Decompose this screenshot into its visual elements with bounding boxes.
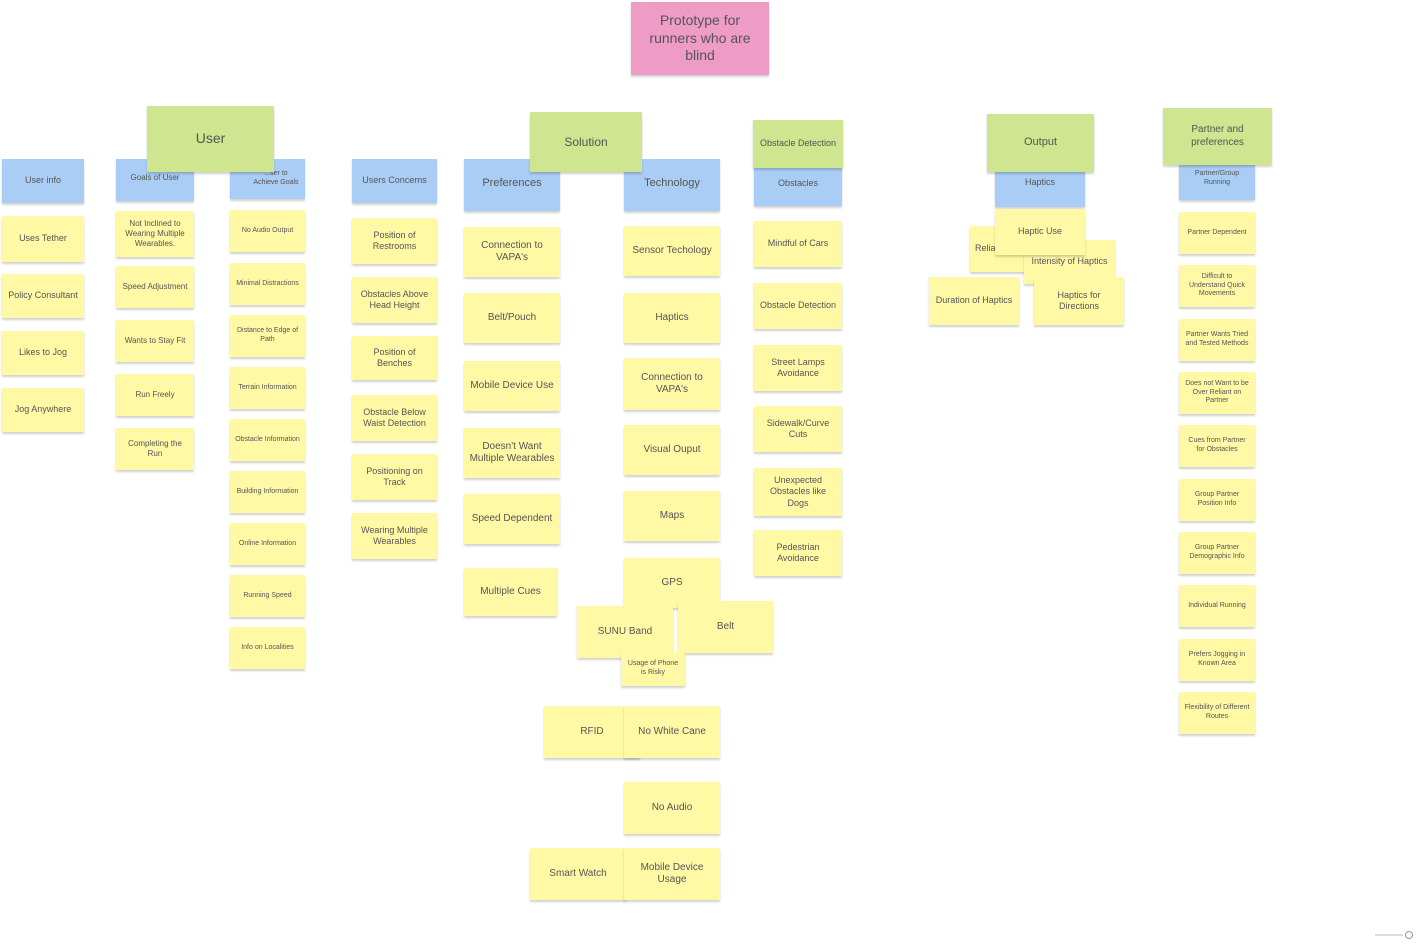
zoom-control[interactable] [1373,930,1415,942]
sticky-note[interactable]: Connection to VAPA's [464,227,560,277]
users-concerns-label[interactable]: Users Concerns [352,159,437,203]
sticky-note[interactable]: Duration of Haptics [929,277,1019,325]
sticky-note[interactable]: Online Information [230,523,305,565]
sticky-note[interactable]: Position of Restrooms [352,218,437,264]
sticky-note[interactable]: Positioning on Track [352,454,437,500]
sticky-note[interactable]: Haptics for Directions [1034,277,1124,325]
sticky-note[interactable]: Obstacle Below Waist Detection [352,395,437,441]
user-header[interactable]: User [147,106,274,172]
sticky-note[interactable]: Mindful of Cars [754,221,842,267]
sticky-note[interactable]: Flexibility of Different Routes [1179,692,1255,734]
output-header[interactable]: Output [987,114,1094,172]
sticky-note[interactable]: Sensor Techology [624,226,720,276]
sticky-note[interactable]: Completing the Run [116,428,194,470]
partner-group-running-label[interactable]: Partner/Group Running [1179,158,1255,200]
sticky-note[interactable]: Unexpected Obstacles like Dogs [754,468,842,516]
solution-header[interactable]: Solution [530,112,642,172]
sticky-note[interactable]: SUNU Band [577,606,673,658]
sticky-note[interactable]: Visual Ouput [624,425,720,475]
sticky-note[interactable]: Wearing Multiple Wearables [352,513,437,559]
sticky-note[interactable]: Uses Tether [2,216,84,262]
sticky-note[interactable]: No White Cane [624,706,720,758]
sticky-note[interactable]: Running Speed [230,575,305,617]
sticky-note[interactable]: Sidewalk/Curve Cuts [754,406,842,452]
sticky-note[interactable]: Group Partner Position Info [1179,479,1255,521]
sticky-note[interactable]: Prefers Jogging in Known Area [1179,639,1255,681]
sticky-note[interactable]: Obstacle Information [230,419,305,461]
sticky-note[interactable]: Difficult to Understand Quick Movements [1179,265,1255,307]
sticky-note[interactable]: Connection to VAPA's [624,358,720,410]
sticky-note[interactable]: GPS [624,558,720,608]
sticky-note[interactable]: Doesn't Want Multiple Wearables [464,428,560,478]
sticky-note[interactable]: Smart Watch [530,848,626,900]
sticky-note[interactable]: Run Freely [116,374,194,416]
sticky-note[interactable]: Not Inclined to Wearing Multiple Wearabl… [116,211,194,257]
sticky-note[interactable]: Group Partner Demographic Info [1179,532,1255,574]
sticky-note[interactable]: Does not Want to be Over Reliant on Part… [1179,372,1255,414]
sticky-note[interactable]: Belt [678,601,773,653]
sticky-note[interactable]: Individual Running [1179,585,1255,627]
sticky-note[interactable]: Mobile Device Usage [624,848,720,900]
sticky-note[interactable]: Street Lamps Avoidance [754,345,842,391]
sticky-note[interactable]: Partner Wants Tried and Tested Methods [1179,319,1255,361]
sticky-note[interactable]: Mobile Device Use [464,361,560,411]
user-info-label[interactable]: User info [2,159,84,203]
sticky-note[interactable]: Jog Anywhere [2,388,84,432]
sticky-note[interactable]: Speed Adjustment [116,266,194,308]
sticky-note[interactable]: No Audio Output [230,210,305,252]
board-title[interactable]: Prototype for runners who are blind [631,2,769,75]
sticky-note[interactable]: Multiple Cues [464,568,557,616]
sticky-note[interactable]: Speed Dependent [464,494,560,544]
sticky-note[interactable]: Haptic Use [995,209,1085,255]
sticky-note[interactable]: Policy Consultant [2,274,84,318]
sticky-note[interactable]: Terrain Information [230,367,305,409]
partner-header[interactable]: Partner and preferences [1163,108,1272,165]
obstacles-label[interactable]: Obstacles [754,162,842,206]
obstacle-detection-header[interactable]: Obstacle Detection [753,120,843,168]
sticky-note[interactable]: Info on Localities [230,627,305,669]
sticky-note[interactable]: Building Information [230,471,305,513]
sticky-note[interactable]: Partner Dependent [1179,212,1255,254]
sticky-note[interactable]: Cues from Partner for Obstacles [1179,425,1255,467]
sticky-note[interactable]: Obstacle Detection [754,283,842,329]
sticky-note[interactable]: Obstacles Above Head Height [352,277,437,323]
sticky-note[interactable]: Usage of Phone is Risky [621,652,685,686]
sticky-note[interactable]: Pedestrian Avoidance [754,530,842,576]
sticky-note[interactable]: Wants to Stay Fit [116,320,194,362]
sticky-note[interactable]: Position of Benches [352,336,437,380]
sticky-note[interactable]: Maps [624,491,720,541]
sticky-note[interactable]: No Audio [624,782,720,834]
sticky-note[interactable]: Likes to Jog [2,331,84,375]
sticky-note[interactable]: Minimal Distractions [230,263,305,305]
sticky-note[interactable]: Distance to Edge of Path [230,315,305,357]
sticky-note[interactable]: Haptics [624,293,720,343]
sticky-note[interactable]: Belt/Pouch [464,293,560,343]
zoom-slider-icon [1375,931,1413,939]
